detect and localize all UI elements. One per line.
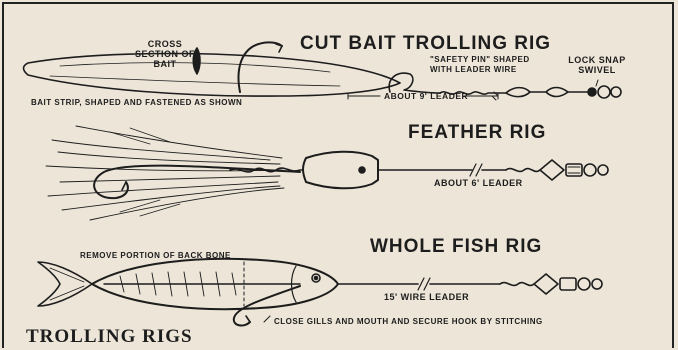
fish-tail — [38, 262, 92, 306]
feather-leader-label: ABOUT 6' LEADER — [434, 178, 523, 188]
feather-snap — [540, 160, 564, 180]
bait-strip-label: BAIT STRIP, SHAPED AND FASTENED AS SHOWN — [31, 98, 242, 107]
whole-fish-rig-drawing — [38, 259, 602, 326]
stitching-label: CLOSE GILLS AND MOUTH AND SECURE HOOK BY… — [274, 317, 543, 326]
lock-snap-label: LOCK SNAP SWIVEL — [563, 55, 631, 75]
figure-title: TROLLING RIGS — [26, 326, 193, 348]
snap-swivel — [506, 88, 530, 97]
feather-rig-title: FEATHER RIG — [408, 122, 546, 144]
backbone-label: REMOVE PORTION OF BACK BONE — [80, 251, 231, 260]
whole-fish-rig-title: WHOLE FISH RIG — [370, 236, 542, 258]
feather-head — [303, 152, 378, 189]
cross-section-label: CROSS SECTION OF BAIT — [135, 39, 195, 69]
cut-bait-leader-label: ABOUT 9' LEADER — [384, 91, 468, 101]
safety-pin-label: "SAFETY PIN" SHAPED WITH LEADER WIRE — [430, 55, 546, 75]
whole-fish-leader-label: 15' WIRE LEADER — [384, 292, 469, 302]
lock-snap-swivel-bead — [588, 88, 596, 96]
cut-bait-rig-title: CUT BAIT TROLLING RIG — [300, 33, 551, 55]
bait-strip — [24, 54, 401, 97]
whole-fish-snap — [534, 274, 558, 294]
